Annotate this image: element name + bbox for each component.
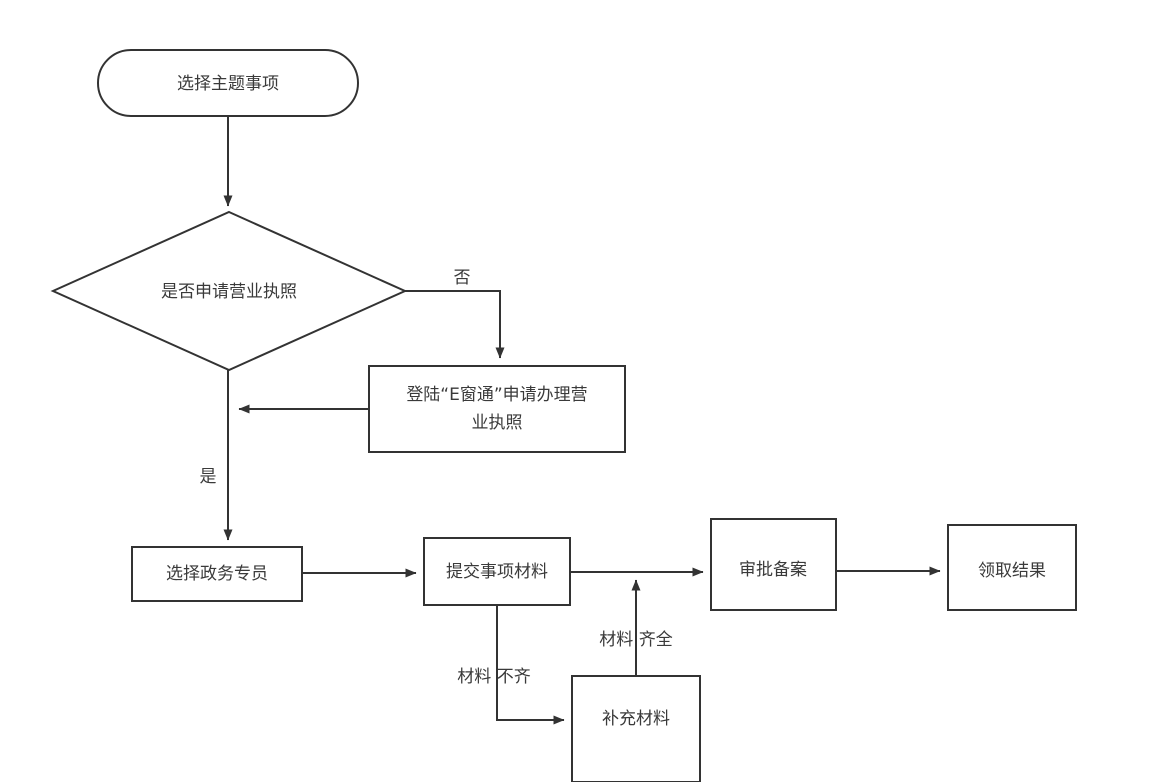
node-submit-label: 提交事项材料 xyxy=(446,562,548,582)
edge-label-yes: 是 xyxy=(200,467,217,487)
edges-layer xyxy=(223,116,941,725)
node-supplement-shape xyxy=(571,675,701,782)
node-approval[interactable]: 审批备案 xyxy=(710,518,837,611)
edge-label-materials-incomplete: 材料 不齐 xyxy=(457,667,530,687)
node-approval-label: 审批备案 xyxy=(739,560,807,580)
node-supplement-label: 补充材料 xyxy=(602,709,670,729)
node-ewindow-label-line2: 业执照 xyxy=(472,413,523,433)
node-start-shape xyxy=(97,49,359,117)
node-decision-label: 是否申请营业执照 xyxy=(161,282,297,302)
node-ewindow-label-line1: 登陆“E窗通”申请办理营 xyxy=(406,385,587,405)
node-specialist-shape xyxy=(131,546,303,602)
node-approval-shape xyxy=(710,518,837,611)
node-result-shape xyxy=(947,524,1077,611)
node-ewindow[interactable]: 登陆“E窗通”申请办理营 业执照 xyxy=(368,365,626,453)
node-submit-shape xyxy=(423,537,571,606)
node-start-label: 选择主题事项 xyxy=(177,74,279,94)
node-specialist[interactable]: 选择政务专员 xyxy=(131,546,303,602)
node-decision[interactable]: 是否申请营业执照 xyxy=(50,210,408,372)
node-submit[interactable]: 提交事项材料 xyxy=(423,537,571,606)
edge-labels-layer: 否 是 材料 不齐 材料 齐全 xyxy=(200,268,673,687)
node-supplement[interactable]: 补充材料 xyxy=(571,675,701,782)
node-decision-shape xyxy=(50,210,408,372)
nodes-layer: 选择主题事项 是否申请营业执照 登陆“E窗通”申请办理营 业执照 选择政务专员 xyxy=(50,49,1077,782)
node-start[interactable]: 选择主题事项 xyxy=(97,49,359,117)
node-specialist-label: 选择政务专员 xyxy=(166,564,268,584)
node-ewindow-shape xyxy=(368,365,626,453)
node-result-label: 领取结果 xyxy=(978,561,1046,581)
edge-decision-no-to-ewindow xyxy=(405,290,505,359)
edge-submit-to-supplement xyxy=(496,605,565,725)
edge-label-no: 否 xyxy=(454,268,471,288)
edge-label-materials-complete: 材料 齐全 xyxy=(599,630,672,650)
node-result[interactable]: 领取结果 xyxy=(947,524,1077,611)
